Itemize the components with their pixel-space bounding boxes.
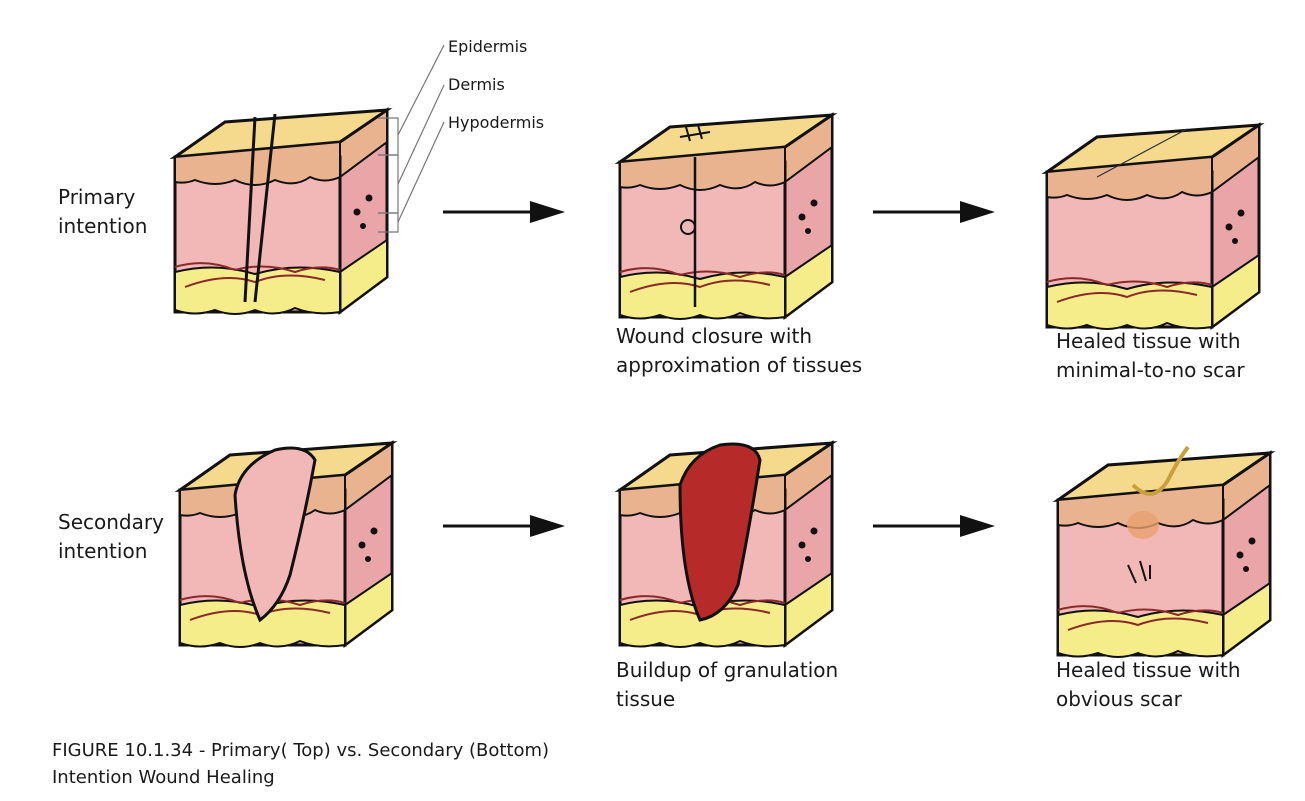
skin-block-secondary-wound — [178, 441, 394, 649]
label-dermis: Dermis — [448, 75, 505, 94]
right-arrow-icon — [443, 201, 565, 223]
label-secondary-granulation: Buildup of granulation tissue — [616, 658, 839, 711]
right-arrow-icon — [443, 515, 565, 537]
right-arrow-icon — [873, 201, 995, 223]
label-epidermis: Epidermis — [448, 37, 528, 56]
layer-brackets — [378, 44, 445, 233]
row-label-secondary: Secondary intention — [58, 510, 164, 563]
label-primary-healed: Healed tissue with minimal-to-no scar — [1056, 329, 1245, 382]
skin-block-secondary-healed — [1056, 445, 1272, 659]
row-label-primary: Primary intention — [58, 185, 148, 238]
skin-block-secondary-granulation — [618, 441, 834, 649]
suture-icon — [680, 219, 696, 235]
label-secondary-healed: Healed tissue with obvious scar — [1056, 658, 1241, 711]
right-arrow-icon — [873, 515, 995, 537]
skin-block-primary-healed — [1045, 123, 1261, 331]
label-primary-closure: Wound closure with approximation of tiss… — [616, 324, 863, 377]
scar-icon — [1131, 445, 1190, 496]
label-hypodermis: Hypodermis — [448, 113, 545, 132]
skin-block-primary-wound — [173, 108, 389, 316]
figure-caption: FIGURE 10.1.34 - Primary( Top) vs. Secon… — [52, 740, 550, 788]
skin-block-primary-closure — [618, 113, 834, 321]
